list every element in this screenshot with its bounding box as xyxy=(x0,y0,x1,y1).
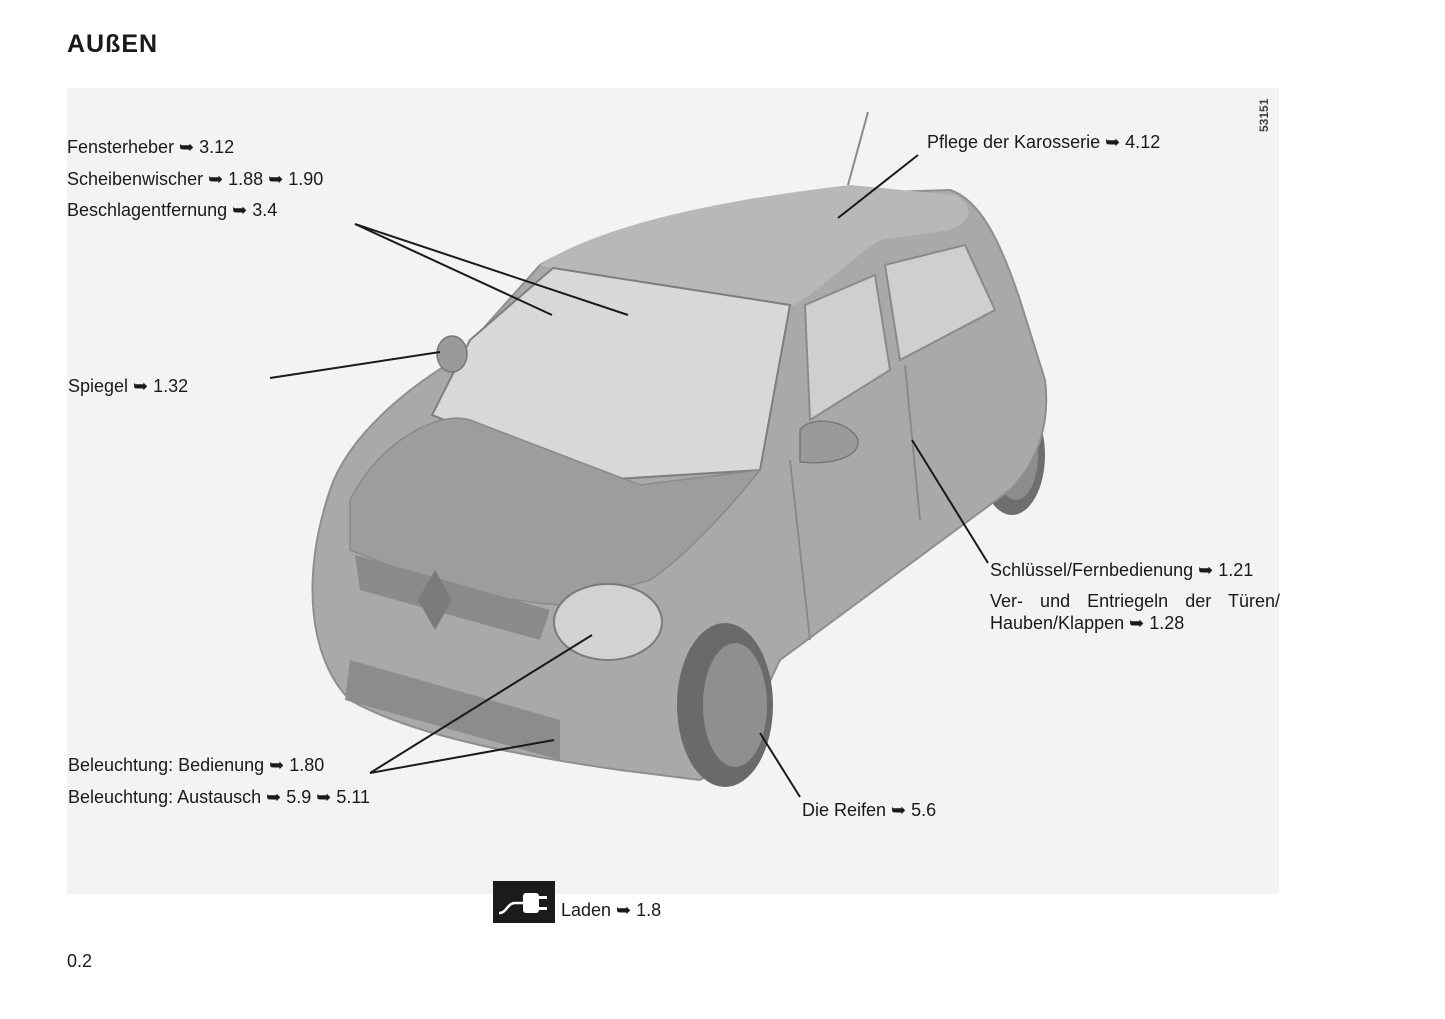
label-pflege-karosserie: Pflege der Karosserie ➥ 4.12 xyxy=(927,132,1161,152)
label-reifen: Die Reifen ➥ 5.6 xyxy=(802,800,937,820)
label-beleuchtung-bedienung: Beleuchtung: Bedienung ➥ 1.80 xyxy=(68,755,325,775)
label-verriegeln: Ver- und Entriegeln der Türen/ Hauben/Kl… xyxy=(990,591,1280,633)
label-spiegel: Spiegel ➥ 1.32 xyxy=(68,376,189,396)
label-laden: Laden ➥ 1.8 xyxy=(561,900,662,920)
page-number: 0.2 xyxy=(67,951,93,971)
label-beschlagentfernung: Beschlagentfernung ➥ 3.4 xyxy=(67,200,278,220)
page-title: AUßEN xyxy=(67,30,159,58)
label-scheibenwischer: Scheibenwischer ➥ 1.88 ➥ 1.90 xyxy=(67,169,324,189)
label-beleuchtung-austausch: Beleuchtung: Austausch ➥ 5.9 ➥ 5.11 xyxy=(68,787,371,807)
charging-plug-icon xyxy=(493,881,555,923)
image-reference-number: 53151 xyxy=(1257,98,1271,132)
label-fensterheber: Fensterheber ➥ 3.12 xyxy=(67,137,235,157)
label-schluessel: Schlüssel/Fernbedienung ➥ 1.21 xyxy=(990,560,1254,580)
